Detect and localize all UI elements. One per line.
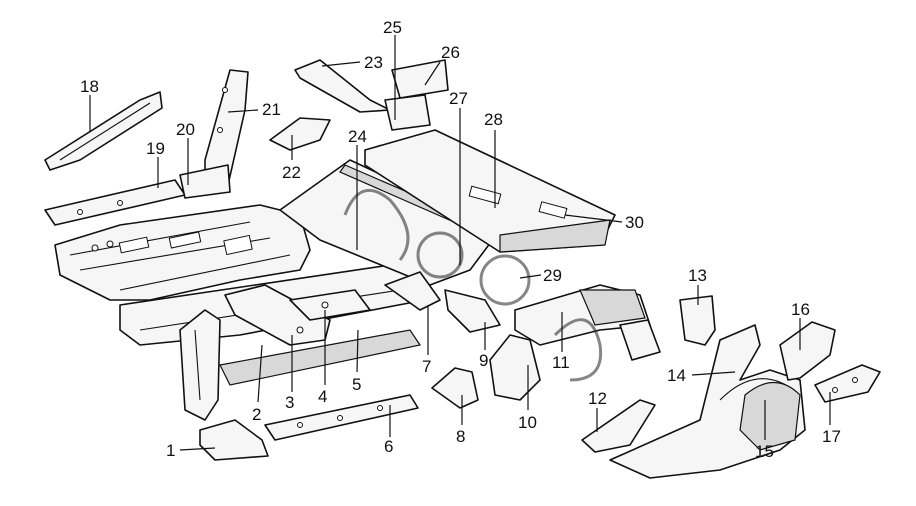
callout-21: 21 [262,100,281,119]
callout-16: 16 [791,300,810,319]
crossmembers [224,284,371,346]
rear-floor-28 [364,129,616,253]
b-pillar-21 [179,69,249,199]
callout-18: 18 [80,77,99,96]
callout-14: 14 [667,366,686,385]
callout-17: 17 [822,427,841,446]
bracket-12 [581,399,656,453]
callout-7: 7 [422,357,431,376]
callout-26: 26 [441,43,460,62]
member-11 [514,284,661,361]
roof-rail-18 [44,91,163,171]
bracket-22 [269,117,331,151]
callout-6: 6 [384,437,393,456]
floor-pan [54,204,311,301]
bracket-8 [431,367,479,409]
callout-11: 11 [552,353,570,372]
callout-2: 2 [252,405,261,424]
callout-8: 8 [456,427,465,446]
callout-20: 20 [176,120,195,139]
callout-30: 30 [625,213,644,232]
callout-1: 1 [166,441,175,460]
arch-10 [489,334,541,401]
pillar-2 [179,309,221,421]
callout-13: 13 [688,266,707,285]
callout-3: 3 [285,393,294,412]
bracket-16 [779,321,836,381]
callout-5: 5 [352,375,361,394]
leader-lines [89,35,831,451]
bracket-17 [814,364,881,403]
callout-9: 9 [479,351,488,370]
lower-rail [264,394,419,441]
callout-29: 29 [543,266,562,285]
callout-10: 10 [518,413,537,432]
callout-24: 24 [348,127,367,146]
callout-28: 28 [484,110,503,129]
callout-23: 23 [364,53,383,72]
callout-27: 27 [449,89,468,108]
callout-25: 25 [383,18,402,37]
callout-labels: 1 2 3 4 5 6 7 8 9 10 11 12 13 14 15 16 1… [80,18,841,461]
callout-19: 19 [146,139,165,158]
watermark: autosoft [343,189,603,382]
wheel-housing-14 [609,324,806,479]
callout-22: 22 [282,163,301,182]
callout-12: 12 [588,389,607,408]
upper-brackets [294,59,449,131]
panel-13 [679,295,716,346]
callout-4: 4 [318,387,327,406]
callout-15: 15 [755,442,774,461]
bracket-1 [199,419,269,461]
